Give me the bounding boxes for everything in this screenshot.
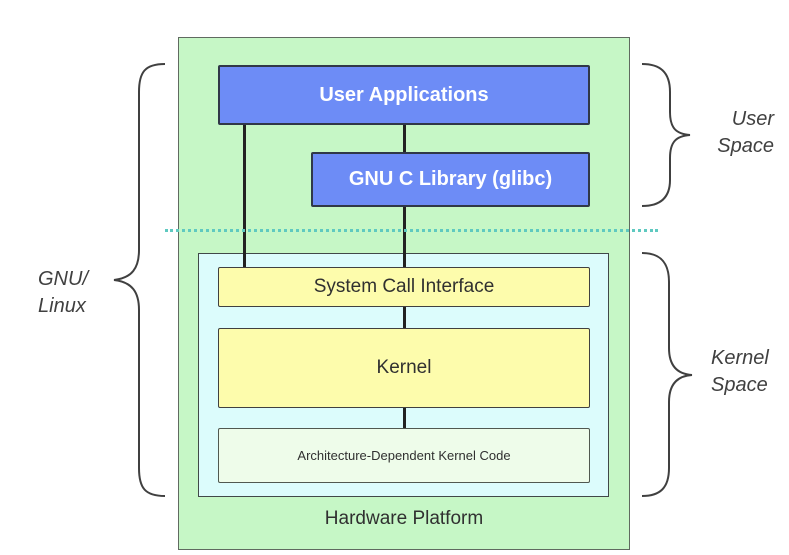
gnu-linux-label: GNU/ Linux: [38, 266, 88, 320]
arch-dependent-kernel-code-block: Architecture-Dependent Kernel Code: [218, 428, 590, 483]
connector-kernel-to-arch: [403, 408, 406, 429]
gnu-linux-label-line1: GNU/: [38, 268, 88, 290]
hardware-platform-label: Hardware Platform: [324, 508, 484, 529]
user-space-label-line2: Space: [717, 135, 774, 157]
user-space-label: User Space: [706, 106, 774, 160]
user-applications-block: User Applications: [218, 65, 590, 125]
connector-user-apps-to-sci: [243, 125, 246, 268]
glibc-block: GNU C Library (glibc): [311, 152, 590, 207]
connector-sci-to-kernel: [403, 307, 406, 329]
gnu-linux-label-line2: Linux: [38, 295, 86, 317]
user-space-label-line1: User: [731, 108, 774, 130]
kernel-space-label-line1: Kernel: [711, 347, 769, 369]
connector-glibc-to-sci: [403, 207, 406, 268]
connector-user-apps-to-glibc: [403, 125, 406, 153]
system-call-interface-block: System Call Interface: [218, 267, 590, 307]
kernel-block: Kernel: [218, 328, 590, 408]
kernel-space-label-line2: Space: [711, 374, 768, 396]
user-kernel-boundary-line: [165, 229, 658, 232]
kernel-space-label: Kernel Space: [711, 345, 769, 399]
